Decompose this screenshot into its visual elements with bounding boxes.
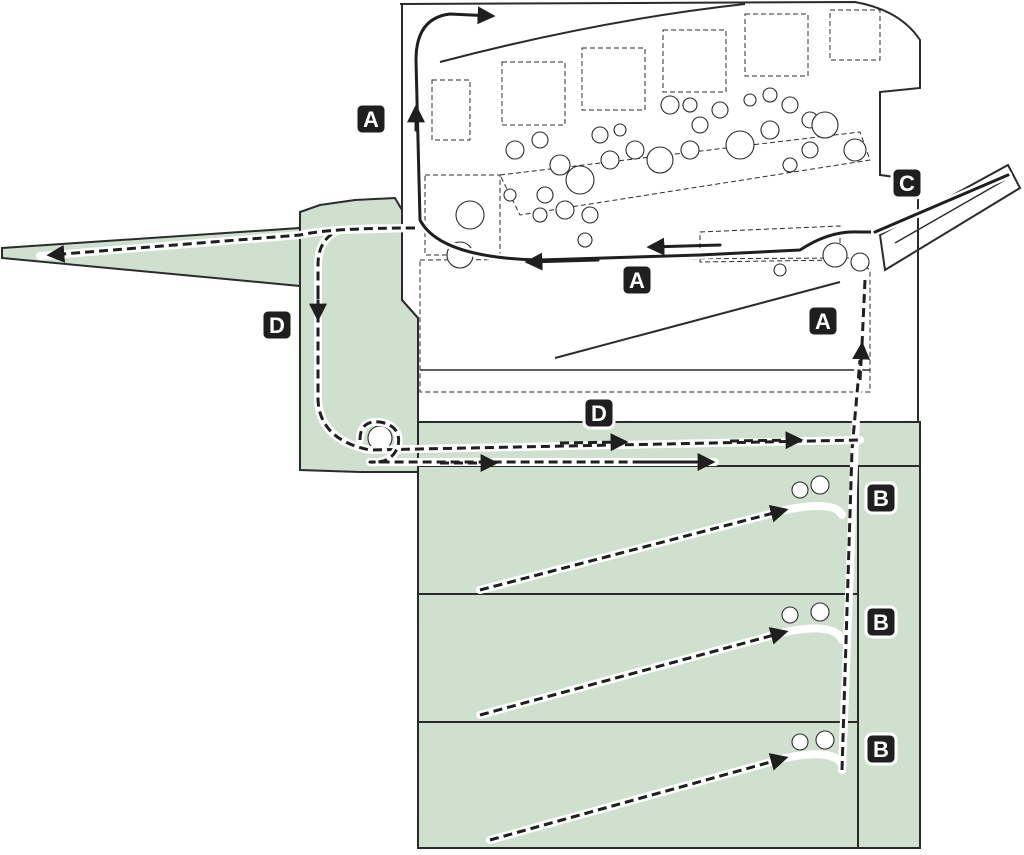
paper-feeder-stack xyxy=(417,465,921,849)
roller xyxy=(781,606,799,624)
label-a-mid: A xyxy=(620,263,654,297)
roller xyxy=(613,123,627,137)
label-a-mid-text: A xyxy=(629,268,645,293)
roller xyxy=(743,93,757,107)
roller xyxy=(822,242,848,268)
label-d-left-text: D xyxy=(269,313,285,338)
roller xyxy=(791,481,809,499)
roller xyxy=(591,126,609,144)
roller xyxy=(782,157,798,173)
label-b-1-text: B xyxy=(873,486,889,511)
roller xyxy=(801,141,819,159)
paper-path-a xyxy=(407,6,879,271)
label-b-2: B xyxy=(864,605,898,639)
roller xyxy=(532,207,548,223)
cassette-3 xyxy=(417,721,919,849)
mp-tray-guide xyxy=(894,179,1006,244)
label-a-right-text: A xyxy=(815,309,831,334)
cassette-2 xyxy=(417,593,919,723)
paper-path-b xyxy=(476,279,871,844)
roller xyxy=(549,154,571,176)
roller xyxy=(455,200,485,230)
roller xyxy=(503,188,517,202)
cassette-1 xyxy=(417,465,919,595)
roller xyxy=(760,120,780,140)
roller xyxy=(555,200,575,220)
label-b-3-text: B xyxy=(873,737,889,762)
label-a-top-text: A xyxy=(363,107,379,132)
label-b-3: B xyxy=(864,732,898,766)
roller xyxy=(625,140,645,160)
roller xyxy=(531,131,549,149)
label-c-text: C xyxy=(899,171,915,196)
roller xyxy=(815,730,835,750)
roller xyxy=(811,111,839,139)
roller xyxy=(682,97,698,113)
label-c: C xyxy=(890,166,924,200)
roller xyxy=(725,130,755,160)
label-a-top: A xyxy=(354,102,388,136)
label-a-right: A xyxy=(806,304,840,338)
roller xyxy=(810,475,830,495)
top-cover xyxy=(439,3,746,63)
roller xyxy=(773,263,787,277)
roller xyxy=(850,252,870,272)
roller xyxy=(577,232,593,248)
roller xyxy=(791,733,809,751)
roller xyxy=(581,206,599,224)
roller xyxy=(600,150,620,170)
roller xyxy=(762,87,778,103)
label-b-2-text: B xyxy=(873,610,889,635)
roller xyxy=(781,96,799,114)
paper-path-d xyxy=(36,224,864,472)
roller xyxy=(843,138,867,162)
label-d-bottom: D xyxy=(582,396,616,430)
roller xyxy=(505,140,525,160)
roller xyxy=(711,101,729,119)
paper-path-c xyxy=(871,171,1012,236)
printer-body xyxy=(399,0,1022,423)
label-d-left: D xyxy=(260,308,294,342)
roller xyxy=(646,146,674,174)
mp-tray xyxy=(878,163,1022,272)
rollers xyxy=(367,87,870,751)
roller xyxy=(536,186,554,204)
roller xyxy=(680,140,700,160)
label-d-bottom-text: D xyxy=(591,401,607,426)
roller xyxy=(691,116,709,134)
label-b-1: B xyxy=(864,481,898,515)
roller xyxy=(810,602,830,622)
feeder-side-panel xyxy=(857,465,921,849)
roller xyxy=(565,165,595,195)
printer-main-outline xyxy=(399,0,921,423)
feed-ramp xyxy=(554,281,841,359)
roller xyxy=(660,95,680,115)
